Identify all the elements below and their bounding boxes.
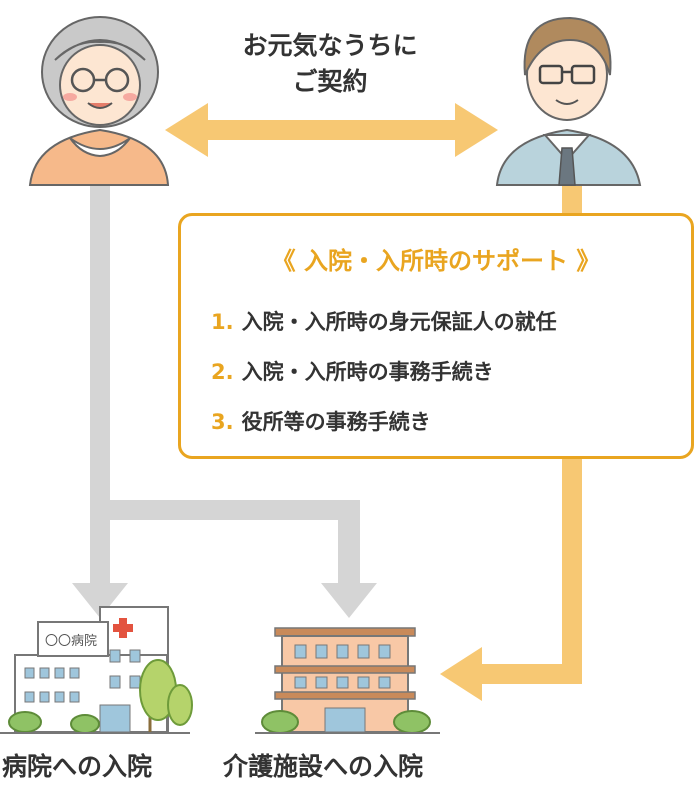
support-item-2-number: 2. xyxy=(211,360,234,384)
care-facility-label: 介護施設への入院 xyxy=(223,752,424,781)
orange-flow-lines xyxy=(165,103,582,701)
hospital-label: 病院への入院 xyxy=(2,752,153,781)
gray-flow-lines xyxy=(72,185,377,618)
arrow-right-contract xyxy=(455,103,498,157)
care-facility-illustration xyxy=(255,627,440,734)
support-item-3-text: 役所等の事務手続き xyxy=(241,410,431,434)
support-item-2: 2. 入院・入所時の事務手続き xyxy=(211,356,494,386)
contract-label: お元気なうちに ご契約 xyxy=(200,28,460,100)
support-title: 《 入院・入所時のサポート 》 xyxy=(271,247,601,275)
hospital-illustration: 〇〇病院 xyxy=(0,606,193,734)
support-item-1-text: 入院・入所時の身元保証人の就任 xyxy=(241,310,557,334)
man-in-suit-illustration xyxy=(495,16,642,186)
contract-label-line2: ご契約 xyxy=(292,67,368,96)
contract-label-line1: お元気なうちに xyxy=(242,31,418,60)
arrow-down-care xyxy=(321,583,377,618)
support-item-1-number: 1. xyxy=(211,310,234,334)
support-item-1: 1. 入院・入所時の身元保証人の就任 xyxy=(211,306,557,336)
support-item-3: 3. 役所等の事務手続き xyxy=(211,406,431,436)
arrow-down-hospital xyxy=(72,583,128,618)
arrow-left-contract xyxy=(165,103,208,157)
elderly-woman-illustration xyxy=(28,16,170,186)
support-item-3-number: 3. xyxy=(211,410,234,434)
support-box: 《 入院・入所時のサポート 》 1. 入院・入所時の身元保証人の就任 2. 入院・入… xyxy=(178,213,694,459)
hospital-sign-text: 〇〇病院 xyxy=(45,634,97,649)
arrow-left-care xyxy=(440,647,482,701)
support-item-2-text: 入院・入所時の事務手続き xyxy=(241,360,494,384)
